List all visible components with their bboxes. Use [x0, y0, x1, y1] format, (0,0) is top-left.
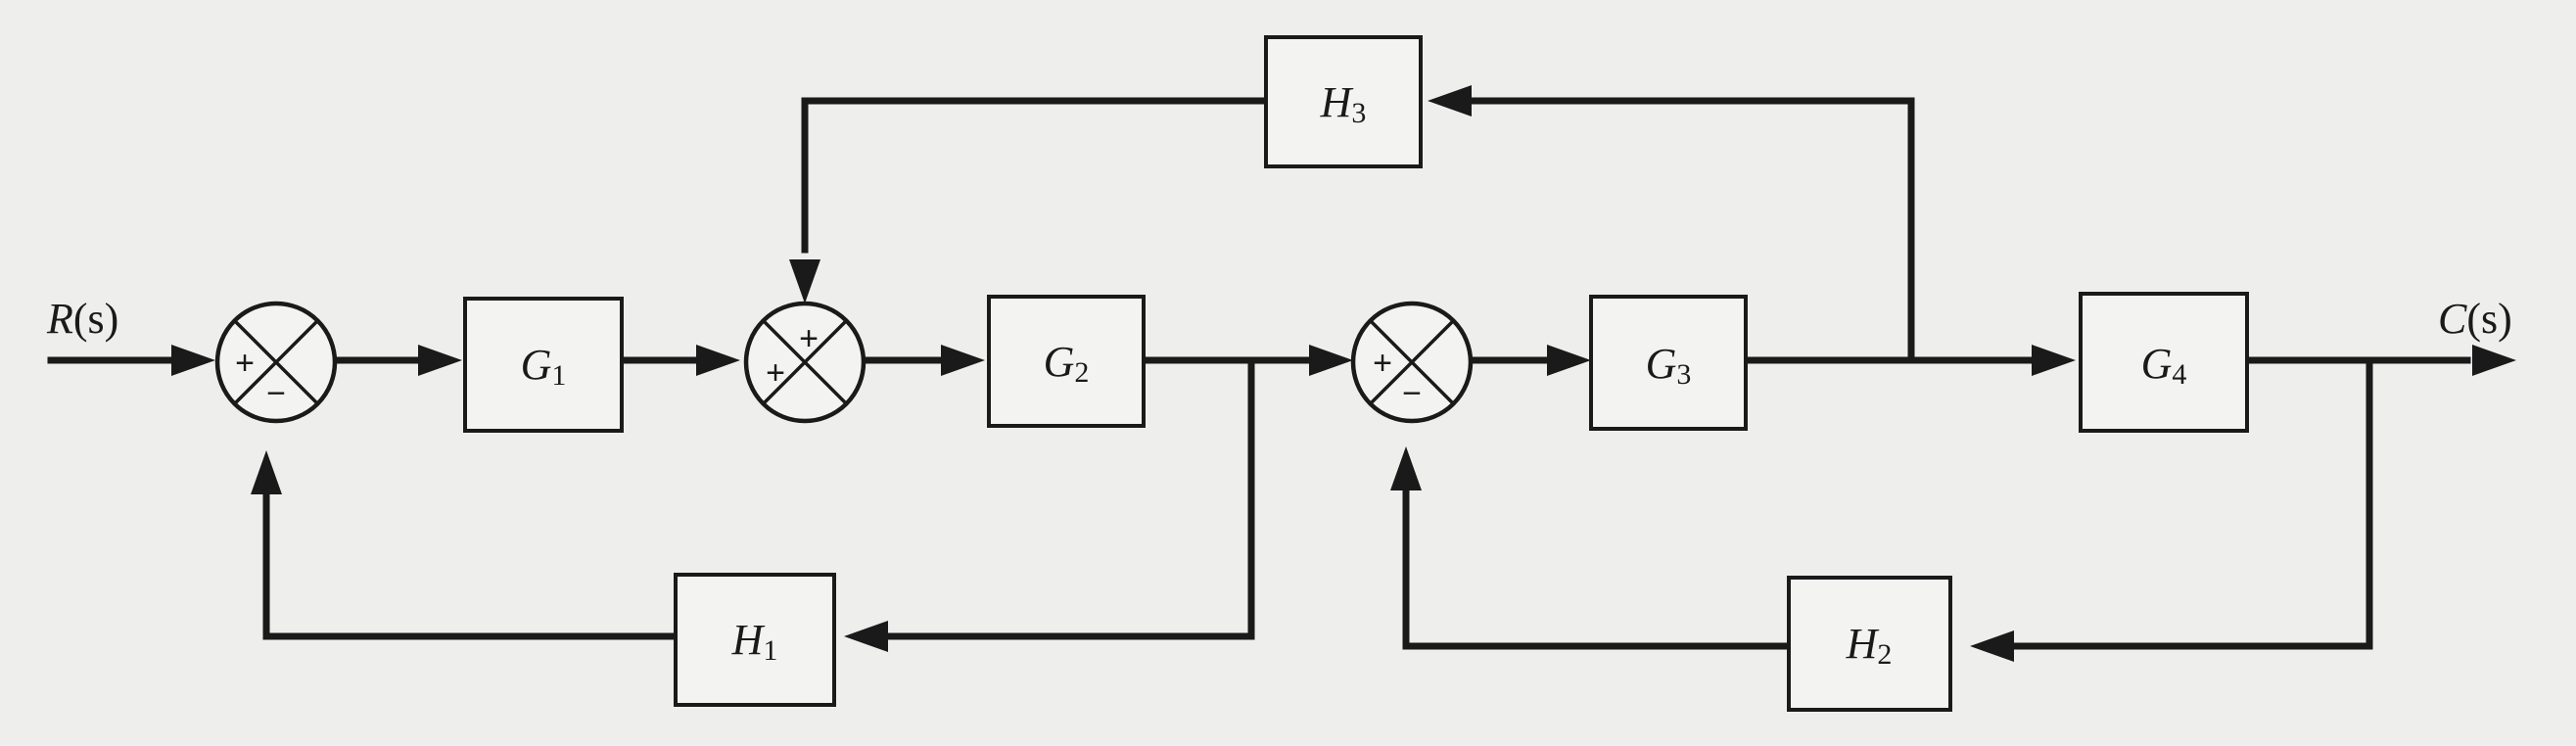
arrowhead: [1970, 630, 2014, 662]
wire-h3-feedback-return: [801, 97, 1270, 254]
block-g3: G3: [1589, 295, 1748, 431]
summing-junction-2-top-sign: +: [799, 320, 819, 357]
block-h2-subscript: 2: [1877, 638, 1892, 671]
input-signal-symbol: R: [46, 295, 73, 343]
block-h2-frame: [1787, 576, 1952, 712]
block-g2: G2: [987, 295, 1146, 428]
wire-h2-feedback-forward: [1991, 356, 2373, 650]
arrowhead: [1547, 345, 1591, 376]
summing-junction-3-bottom-sign: −: [1402, 375, 1422, 412]
arrowhead: [1390, 446, 1422, 490]
wire-h1-feedback-return: [262, 476, 675, 640]
block-g2-subscript: 2: [1074, 356, 1089, 389]
block-h2-symbol: H: [1846, 620, 1880, 668]
arrowhead: [941, 345, 985, 376]
block-g1-symbol: G: [521, 341, 552, 389]
arrowhead: [696, 345, 740, 376]
block-h3: H3: [1264, 35, 1423, 168]
block-h1: H1: [674, 573, 836, 707]
arrowhead: [2472, 345, 2516, 376]
block-h1-label: H1: [731, 616, 778, 667]
block-g3-symbol: G: [1646, 340, 1677, 388]
summing-junction-1-left-sign: +: [235, 345, 255, 382]
block-h1-subscript: 1: [763, 634, 777, 667]
block-g3-label: G3: [1646, 340, 1692, 391]
block-h2: H2: [1787, 576, 1952, 712]
summing-junction-1-cross: [233, 319, 319, 405]
block-g4-frame: [2079, 292, 2249, 433]
input-signal-label: R(s): [46, 295, 118, 343]
output-signal-argument: (s): [2466, 295, 2511, 343]
arrowheads: [171, 85, 2516, 662]
arrowhead: [789, 259, 820, 303]
arrowhead: [1309, 345, 1353, 376]
block-g4-label: G4: [2141, 340, 2187, 391]
block-g1-subscript: 1: [551, 359, 566, 392]
summing-junction-1-bottom-sign: −: [266, 375, 286, 412]
summing-junction-3-left-sign: +: [1373, 345, 1392, 382]
wire-h1-feedback-forward: [867, 356, 1255, 640]
summing-junction-2: + +: [743, 301, 866, 424]
summing-junction-3: + −: [1350, 301, 1474, 424]
signal-lines: [47, 97, 2471, 650]
block-g2-frame: [987, 295, 1146, 428]
block-g3-frame: [1589, 295, 1748, 431]
block-g4-subscript: 4: [2172, 358, 2186, 391]
output-signal-symbol: C: [2438, 295, 2467, 343]
block-h2-label: H2: [1846, 620, 1893, 671]
block-g1-label: G1: [521, 341, 567, 392]
block-g3-subscript: 3: [1676, 358, 1691, 391]
arrowhead: [844, 621, 888, 652]
block-g4-symbol: G: [2141, 340, 2173, 388]
block-g2-symbol: G: [1044, 338, 1075, 386]
summing-junction-2-cross: [762, 319, 848, 405]
arrowhead: [251, 450, 282, 494]
arrowhead: [418, 345, 462, 376]
arrowhead: [2032, 345, 2076, 376]
wire-h2-feedback-return: [1402, 471, 1788, 650]
block-g2-label: G2: [1044, 338, 1090, 389]
block-h1-symbol: H: [731, 616, 766, 664]
summing-junction-2-left-sign: +: [766, 354, 785, 392]
summing-junction-1: + −: [214, 301, 338, 424]
summing-junction-3-cross: [1369, 319, 1455, 405]
block-h1-frame: [674, 573, 836, 707]
block-h3-frame: [1264, 35, 1423, 168]
block-g1: G1: [463, 297, 624, 433]
block-g4: G4: [2079, 292, 2249, 433]
block-g1-frame: [463, 297, 624, 433]
input-signal-argument: (s): [73, 295, 118, 343]
arrowhead: [171, 345, 215, 376]
wire-h3-feedback-forward: [1470, 97, 1915, 364]
arrowhead: [1428, 85, 1472, 117]
block-h3-symbol: H: [1320, 78, 1354, 126]
output-signal-label: C(s): [2438, 295, 2512, 343]
block-h3-label: H3: [1320, 78, 1367, 129]
block-h3-subscript: 3: [1351, 97, 1366, 129]
